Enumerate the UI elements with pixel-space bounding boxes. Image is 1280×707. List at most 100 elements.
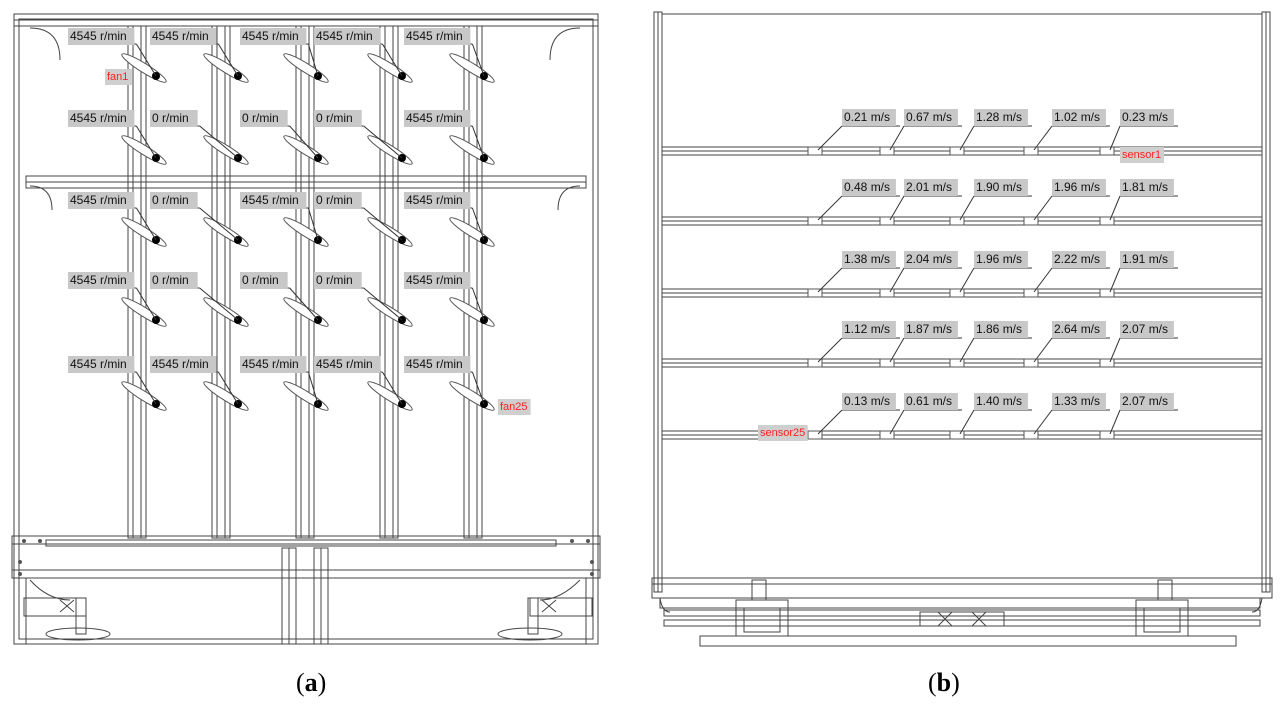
sensor-speed-label: 0.13 m/s xyxy=(844,394,890,408)
fan-unit: 4545 r/min xyxy=(150,28,249,83)
sensor-speed-label: 1.38 m/s xyxy=(844,252,890,266)
sensor-unit: 1.96 m/s xyxy=(949,251,1032,298)
sensor-first-tag: sensor1 xyxy=(1122,149,1161,161)
sensor-speed-label: 1.90 m/s xyxy=(976,180,1022,194)
sensor-unit: 1.90 m/s xyxy=(949,179,1032,226)
sensor-speed-label: 1.86 m/s xyxy=(976,322,1022,336)
sensor-unit: 2.01 m/s xyxy=(879,179,962,226)
sensor-unit: 1.12 m/s xyxy=(807,321,900,368)
fan-rpm-label: 4545 r/min xyxy=(406,273,463,287)
sensor-unit: 1.38 m/s xyxy=(807,251,900,298)
fan-blade-icon xyxy=(203,135,249,165)
sensor-clip-icon xyxy=(807,358,823,368)
sensor-unit: 0.21 m/s xyxy=(807,109,900,156)
fan-unit: 0 r/min xyxy=(314,110,413,165)
fan-rpm-label: 0 r/min xyxy=(242,111,279,125)
sensor-clip-icon xyxy=(807,430,823,440)
sensor-clip-icon xyxy=(807,288,823,298)
sensor-speed-label: 1.96 m/s xyxy=(1054,180,1100,194)
sensor-speed-label: 1.28 m/s xyxy=(976,110,1022,124)
sensor-unit: 1.28 m/s xyxy=(949,109,1032,156)
fan-rpm-label: 4545 r/min xyxy=(242,29,299,43)
fan-rpm-label: 4545 r/min xyxy=(70,111,127,125)
sensor-clip-icon xyxy=(879,358,895,368)
fan-blade-icon xyxy=(283,135,329,165)
sensor-clip-icon xyxy=(1099,216,1115,226)
sensor-speed-label: 2.22 m/s xyxy=(1054,252,1100,266)
fan-blade-icon xyxy=(449,297,495,327)
sensor-array-frame xyxy=(651,11,1273,647)
fan-unit: 4545 r/min xyxy=(240,192,329,247)
sensor-unit: 2.64 m/s xyxy=(1023,321,1110,368)
sensor-speed-label: 2.07 m/s xyxy=(1122,322,1168,336)
fan-unit: 4545 r/min xyxy=(404,356,495,411)
sensor-clip-icon xyxy=(1099,288,1115,298)
sensor-clip-icon xyxy=(1023,146,1039,156)
sensor-unit: 1.33 m/s xyxy=(1023,393,1110,440)
sensor-clip-icon xyxy=(1023,288,1039,298)
sensor-unit: 2.07 m/s xyxy=(1099,321,1178,368)
sensor-speed-label: 0.21 m/s xyxy=(844,110,890,124)
fan-unit: 0 r/min xyxy=(150,192,249,247)
caption-a-letter: a xyxy=(304,668,318,697)
fan-rpm-label: 4545 r/min xyxy=(316,29,373,43)
fan-first-tag: fan1 xyxy=(107,71,128,83)
sensor-speed-label: 1.33 m/s xyxy=(1054,394,1100,408)
sensor-speed-label: 2.64 m/s xyxy=(1054,322,1100,336)
fan-unit: 4545 r/min xyxy=(240,28,329,83)
fan-blade-icon xyxy=(203,217,249,247)
sensor-speed-label: 1.91 m/s xyxy=(1122,252,1168,266)
sensor-clip-icon xyxy=(949,358,965,368)
sensor-speed-label: 0.67 m/s xyxy=(906,110,952,124)
sensor-unit: 0.23 m/s xyxy=(1099,109,1178,156)
sensor-unit: 1.91 m/s xyxy=(1099,251,1178,298)
sensor-clip-icon xyxy=(879,146,895,156)
sensor-clip-icon xyxy=(949,216,965,226)
fan-blade-icon xyxy=(283,217,329,247)
sensor-unit: 1.86 m/s xyxy=(949,321,1032,368)
fan-unit: 0 r/min xyxy=(240,272,329,327)
sensor-clip-icon xyxy=(879,288,895,298)
sensor-unit: 1.02 m/s xyxy=(1023,109,1110,156)
sensor-unit: 2.04 m/s xyxy=(879,251,962,298)
fan-rpm-label: 0 r/min xyxy=(316,111,353,125)
fan-rpm-label: 0 r/min xyxy=(316,193,353,207)
sensor-unit: 1.96 m/s xyxy=(1023,179,1110,226)
fan-unit: 4545 r/min xyxy=(240,356,329,411)
fan-unit: 0 r/min xyxy=(150,272,249,327)
fan-rpm-label: 4545 r/min xyxy=(70,273,127,287)
fan-rpm-label: 4545 r/min xyxy=(152,29,209,43)
fan-rpm-label: 4545 r/min xyxy=(70,193,127,207)
fan-unit: 0 r/min xyxy=(314,272,413,327)
fan-blade-icon xyxy=(367,297,413,327)
fan-unit: 4545 r/min xyxy=(68,272,167,327)
sensor-speed-label: 1.87 m/s xyxy=(906,322,952,336)
sensor-speed-label: 1.12 m/s xyxy=(844,322,890,336)
fan-array-frame xyxy=(11,13,601,645)
sensor-clip-icon xyxy=(949,146,965,156)
fan-rpm-label: 0 r/min xyxy=(152,273,189,287)
fan-unit: 4545 r/min xyxy=(404,110,495,165)
fan-rpm-label: 0 r/min xyxy=(152,193,189,207)
fan-blade-icon xyxy=(203,297,249,327)
sensor-clip-icon xyxy=(949,288,965,298)
fan-rpm-label: 4545 r/min xyxy=(406,29,463,43)
sensor-clip-icon xyxy=(1023,430,1039,440)
fan-unit: 4545 r/min xyxy=(150,356,249,411)
sensor-speed-label: 2.04 m/s xyxy=(906,252,952,266)
sensor-speed-label: 2.07 m/s xyxy=(1122,394,1168,408)
fan-blade-icon xyxy=(367,217,413,247)
fan-blade-icon xyxy=(449,217,495,247)
sensor-unit: 0.67 m/s xyxy=(879,109,962,156)
sensor-clip-icon xyxy=(879,430,895,440)
fan-blade-icon xyxy=(449,135,495,165)
sensor-clip-icon xyxy=(1099,430,1115,440)
fan-unit: 4545 r/min xyxy=(314,356,413,411)
fan-unit: 0 r/min xyxy=(150,110,249,165)
sensor-unit: 0.61 m/s xyxy=(879,393,962,440)
fan-rpm-label: 0 r/min xyxy=(152,111,189,125)
sensor-clip-icon xyxy=(807,146,823,156)
